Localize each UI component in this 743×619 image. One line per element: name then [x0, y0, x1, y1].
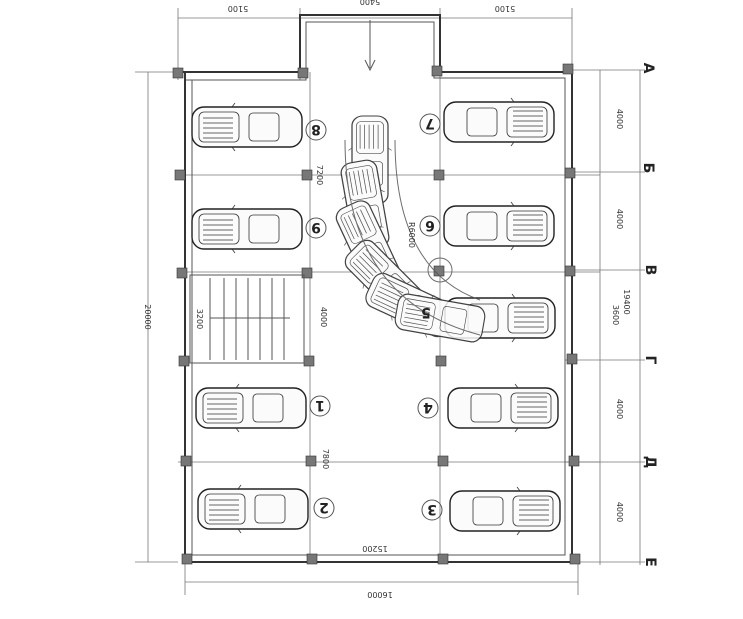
space-number-4: 4: [417, 397, 439, 419]
space-number-7: 7: [419, 113, 441, 135]
space-number-9: 9: [305, 217, 327, 239]
svg-text:16000: 16000: [367, 590, 392, 599]
svg-text:4000: 4000: [615, 109, 624, 129]
turning-trajectory: [329, 115, 488, 348]
svg-text:5100: 5100: [228, 4, 248, 13]
space-number-2: 2: [313, 497, 335, 519]
space-number-3: 3: [421, 499, 443, 521]
svg-text:3200: 3200: [195, 309, 204, 329]
parking-space-4: [447, 383, 559, 433]
parking-space-1: [195, 383, 307, 433]
svg-text:1: 1: [315, 397, 325, 413]
staircase: [189, 274, 305, 364]
parking-space-9: [191, 204, 303, 254]
dimension-lines: [135, 8, 645, 595]
svg-text:3: 3: [427, 501, 437, 517]
svg-text:4000: 4000: [319, 307, 328, 327]
svg-text:15200: 15200: [362, 544, 387, 553]
svg-text:Г: Г: [642, 356, 658, 365]
space-number-8: 8: [305, 119, 327, 141]
svg-text:Б: Б: [640, 163, 656, 174]
space-number-1: 1: [309, 395, 331, 417]
axis-labels: A Б В Г Д Е: [640, 63, 658, 567]
svg-text:6: 6: [425, 217, 435, 233]
svg-text:7800: 7800: [321, 449, 330, 469]
parking-space-8: [191, 102, 303, 152]
svg-text:4000: 4000: [615, 209, 624, 229]
svg-text:R6000: R6000: [407, 222, 416, 248]
svg-text:Е: Е: [642, 557, 658, 567]
svg-text:Д: Д: [642, 456, 658, 468]
space-number-5: 5: [421, 304, 431, 320]
svg-text:5: 5: [421, 304, 431, 320]
svg-text:7: 7: [425, 115, 435, 131]
svg-text:2: 2: [319, 499, 329, 515]
svg-text:4000: 4000: [615, 399, 624, 419]
parking-space-3: [449, 486, 561, 536]
svg-text:8: 8: [311, 121, 321, 137]
svg-text:4000: 4000: [615, 502, 624, 522]
dimension-labels: 5100 5400 5100 20000 7200 4000 3200 7800…: [143, 0, 631, 599]
parking-space-6: [443, 201, 555, 251]
entry-arrow: [364, 20, 376, 72]
svg-text:19400: 19400: [622, 289, 631, 314]
svg-text:4: 4: [423, 399, 433, 415]
svg-text:20000: 20000: [143, 304, 152, 329]
svg-text:A: A: [640, 63, 656, 74]
svg-text:7200: 7200: [315, 165, 324, 185]
parking-space-7: [443, 97, 555, 147]
space-number-6: 6: [419, 215, 441, 237]
svg-text:5400: 5400: [360, 0, 380, 6]
svg-text:5100: 5100: [495, 4, 515, 13]
svg-text:3600: 3600: [611, 305, 620, 325]
parking-space-2: [197, 484, 309, 534]
svg-text:9: 9: [311, 219, 321, 235]
columns: [172, 63, 581, 565]
svg-text:В: В: [642, 265, 658, 276]
